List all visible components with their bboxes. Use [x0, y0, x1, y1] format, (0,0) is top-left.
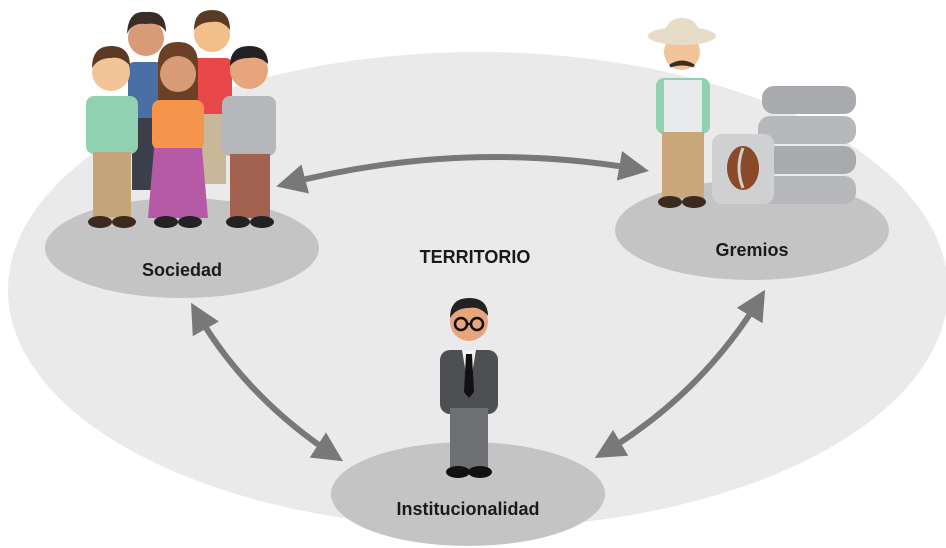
- arrow-sociedad-gremios: [276, 151, 649, 194]
- person-front-left: [86, 46, 138, 228]
- arrow-gremios-institucionalidad: [594, 289, 766, 459]
- gremios-label: Gremios: [715, 240, 788, 260]
- person-back-right: [192, 10, 232, 184]
- institucionalidad-platform: [331, 442, 605, 546]
- official-man-icon: [440, 298, 498, 478]
- person-woman: [148, 42, 208, 228]
- people-group-icon: [86, 10, 276, 228]
- farmer: [648, 18, 716, 208]
- territorio-label: TERRITORIO: [420, 247, 531, 267]
- gremios-platform: [615, 180, 889, 280]
- farmer-coffee-sacks-icon: [648, 18, 856, 208]
- coffee-sacks: [712, 86, 856, 204]
- person-front-right: [222, 46, 276, 228]
- coffee-bean-icon: [727, 146, 759, 190]
- sociedad-label: Sociedad: [142, 260, 222, 280]
- arrow-sociedad-institucionalidad: [191, 302, 344, 462]
- institucionalidad-label: Institucionalidad: [396, 499, 539, 519]
